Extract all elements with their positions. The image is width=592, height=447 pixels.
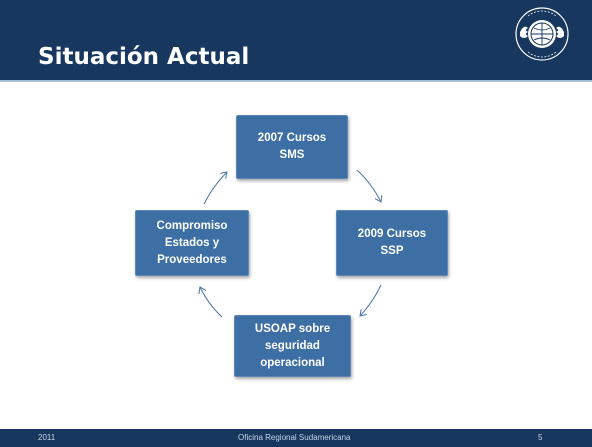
- footer-office: Oficina Regional Sudamericana: [238, 433, 351, 442]
- cycle-node-sms: 2007 Cursos SMS: [236, 115, 348, 179]
- cycle-node-usoap: USOAP sobre seguridad operacional: [234, 315, 351, 377]
- footer-page-number: 5: [538, 433, 543, 442]
- cycle-node-compromiso: Compromiso Estados y Proveedores: [135, 210, 249, 276]
- slide-title: Situación Actual: [38, 44, 250, 70]
- slide-footer: 2011 Oficina Regional Sudamericana 5: [0, 429, 592, 447]
- slide-header: Situación Actual: [0, 0, 592, 78]
- cycle-node-ssp: 2009 Cursos SSP: [336, 210, 448, 276]
- footer-year: 2011: [38, 433, 56, 442]
- icao-emblem-icon: [515, 7, 569, 61]
